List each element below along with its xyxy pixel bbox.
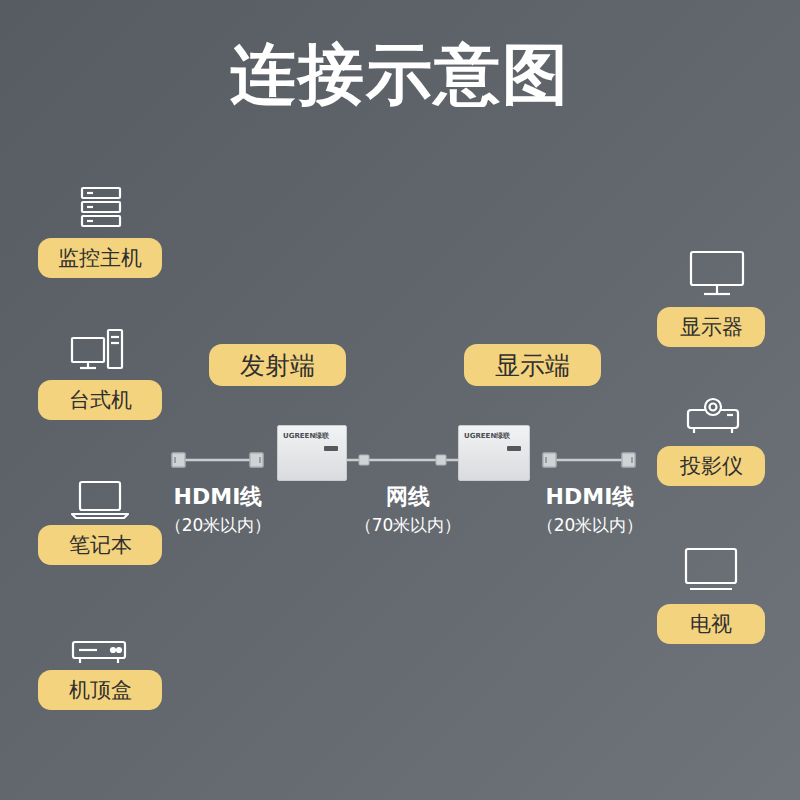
label-pill: 笔记本 — [38, 525, 162, 565]
label-pill: 机顶盒 — [38, 670, 162, 710]
pill-text: 发射端 — [240, 349, 315, 382]
monitor-icon — [691, 252, 743, 294]
cable-label: HDMI线 — [174, 482, 263, 512]
label-pill: 电视 — [657, 604, 765, 644]
extender-box: UGREEN绿联 — [277, 425, 347, 481]
cable-label: 网线 — [386, 482, 430, 512]
length-note: （20米以内） — [537, 514, 644, 537]
device-slot — [507, 446, 521, 451]
projector-icon — [688, 399, 738, 433]
settop-box-icon — [73, 642, 125, 663]
pill-text: 显示器 — [680, 313, 743, 341]
label-pill: 台式机 — [38, 380, 162, 420]
pill-text: 显示端 — [495, 349, 570, 382]
title: 连接示意图 — [230, 30, 570, 120]
pill-text: 机顶盒 — [69, 676, 132, 704]
label-pill: 发射端 — [209, 344, 346, 386]
server-icon — [82, 188, 120, 226]
label-pill: 显示端 — [464, 344, 601, 386]
label-pill: 显示器 — [657, 307, 765, 347]
brand-text: UGREEN绿联 — [464, 431, 510, 441]
length-note: （20米以内） — [165, 514, 272, 537]
label-pill: 投影仪 — [657, 446, 765, 486]
brand-text: UGREEN绿联 — [283, 431, 329, 441]
extender-box: UGREEN绿联 — [458, 425, 530, 481]
hdmi-cable — [543, 453, 635, 467]
pill-text: 笔记本 — [69, 531, 132, 559]
hdmi-cable — [172, 453, 263, 467]
pill-text: 台式机 — [69, 386, 132, 414]
pill-text: 投影仪 — [680, 452, 743, 480]
tv-icon — [686, 549, 736, 589]
desktop-icon — [72, 330, 122, 368]
label-pill: 监控主机 — [38, 238, 162, 278]
pill-text: 电视 — [690, 610, 732, 638]
network-cable — [347, 455, 458, 465]
length-note: （70米以内） — [355, 514, 462, 537]
laptop-icon — [72, 482, 128, 518]
cable-label: HDMI线 — [546, 482, 635, 512]
device-slot — [324, 446, 338, 451]
pill-text: 监控主机 — [58, 244, 142, 272]
